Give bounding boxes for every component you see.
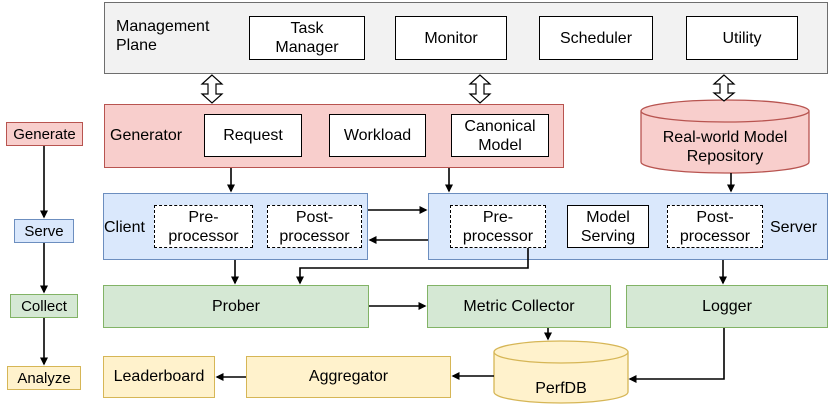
server-preprocessor-box: Pre- processor: [450, 205, 546, 248]
stage-collect: Collect: [10, 294, 78, 318]
utility-box: Utility: [686, 16, 798, 60]
request-box: Request: [204, 114, 302, 157]
stage-generate: Generate: [6, 122, 83, 146]
management-plane-title: Management Plane: [116, 18, 210, 54]
stage-analyze: Analyze: [7, 366, 81, 390]
task-manager-box: Task Manager: [249, 16, 365, 60]
client-preprocessor-box: Pre- processor: [154, 205, 253, 248]
client-title: Client: [104, 219, 145, 236]
bidirectional-arrow-2: [468, 74, 492, 104]
scheduler-box: Scheduler: [539, 16, 653, 60]
workload-box: Workload: [329, 114, 426, 157]
generator-title: Generator: [110, 127, 183, 144]
server-postprocessor-box: Post- processor: [667, 205, 763, 248]
arrow-server-prober: [296, 248, 529, 285]
repository-label: Real-world Model Repository: [662, 129, 788, 165]
bidirectional-arrow-3: [712, 74, 736, 102]
logger-box: Logger: [626, 285, 828, 328]
client-postprocessor-box: Post- processor: [267, 205, 362, 248]
arrow-logger-perfdb: [628, 328, 725, 383]
stage-serve: Serve: [14, 219, 74, 243]
leaderboard-box: Leaderboard: [103, 356, 215, 398]
canonical-model-box: Canonical Model: [451, 114, 549, 157]
server-title: Server: [770, 219, 818, 236]
perfdb-label: PerfDB: [535, 380, 587, 397]
monitor-box: Monitor: [395, 16, 507, 60]
metric-collector-box: Metric Collector: [427, 285, 611, 328]
prober-box: Prober: [103, 285, 369, 328]
model-serving-box: Model Serving: [567, 205, 649, 248]
aggregator-box: Aggregator: [246, 356, 451, 398]
bidirectional-arrow-1: [200, 74, 224, 104]
